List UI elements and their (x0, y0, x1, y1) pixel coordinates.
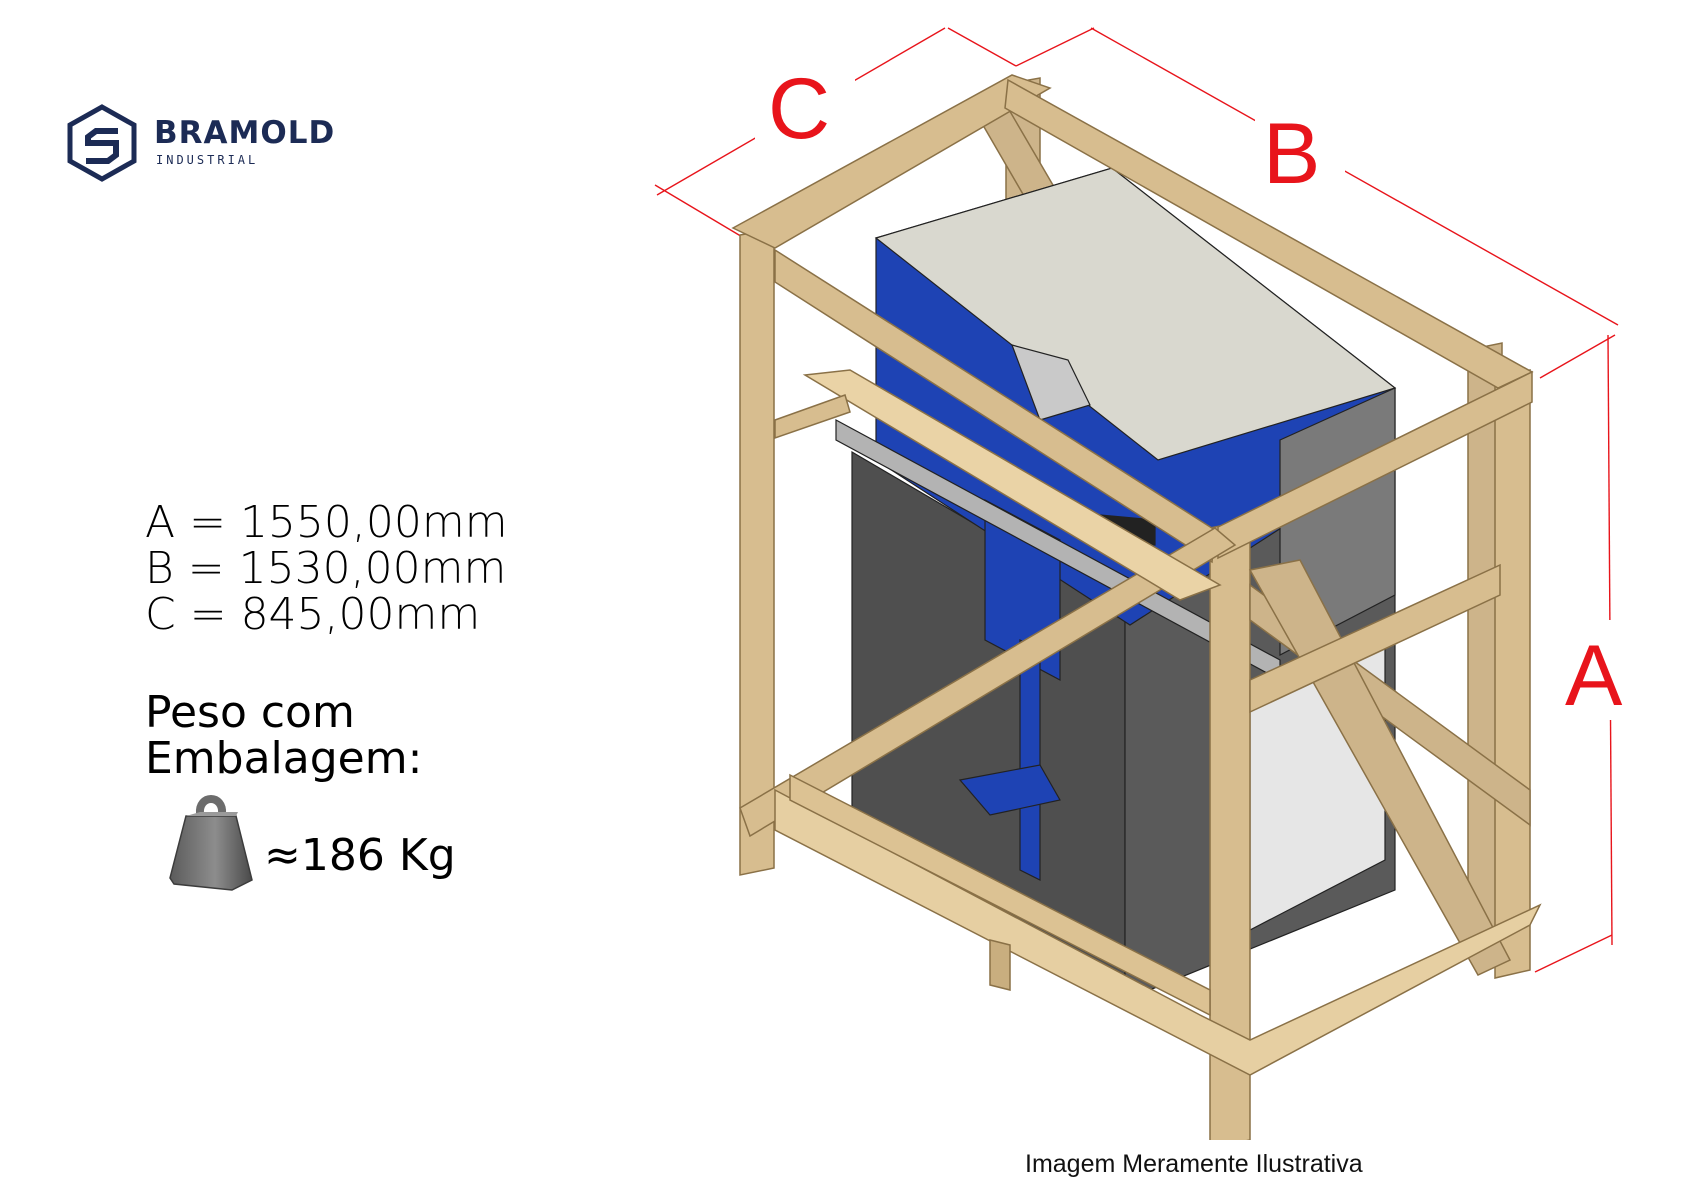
weight-label-line1: Peso com (145, 687, 355, 738)
weight-label-line2: Embalagem: (145, 733, 423, 784)
dimension-c: C = 845,00mm (145, 589, 481, 640)
dimension-label-a: A (1565, 628, 1623, 724)
brand-name: BRAMOLD (154, 115, 336, 151)
caption: Imagem Meramente Ilustrativa (1025, 1150, 1363, 1178)
dimension-specs: A = 1550,00mm B = 1530,00mm C = 845,00mm (145, 500, 508, 638)
weight-label: Peso com Embalagem: (145, 690, 422, 782)
dimension-label-c: C (768, 61, 830, 157)
crate-front-frame (731, 74, 1542, 1140)
dimension-labels: C B A (755, 60, 1648, 724)
dimension-a: A = 1550,00mm (145, 497, 508, 548)
weight-icon (169, 795, 253, 891)
brand-logo: BRAMOLD INDUSTRIAL (66, 103, 366, 183)
crate-diagram: C B A (654, 27, 1648, 1140)
bramold-logo-icon (67, 104, 137, 182)
dimension-label-b: B (1263, 106, 1320, 202)
brand-subtitle: INDUSTRIAL (156, 153, 259, 167)
dimension-b: B = 1530,00mm (145, 543, 507, 594)
weight-value: ≈186 Kg (264, 830, 456, 881)
